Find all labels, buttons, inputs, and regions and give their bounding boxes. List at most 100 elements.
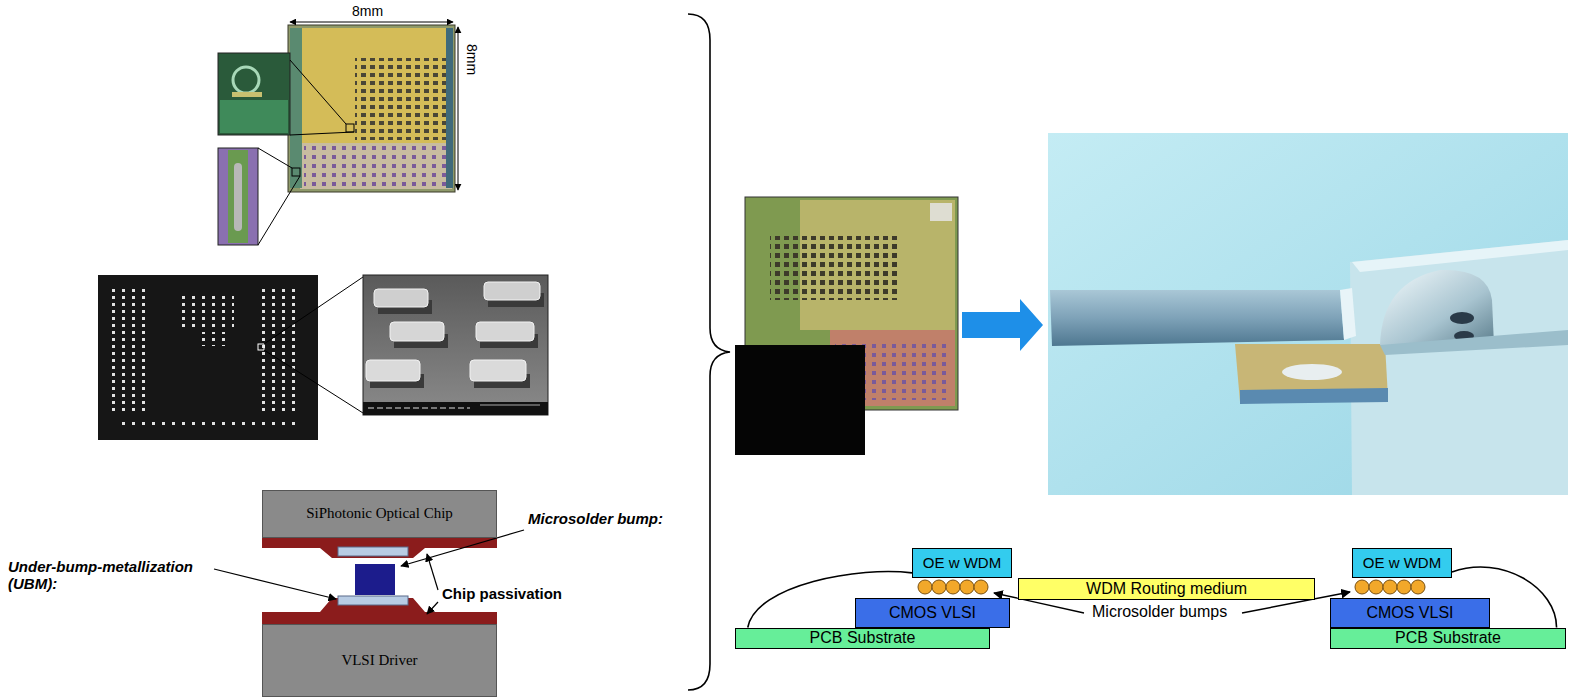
node-label: CMOS VLSI	[889, 604, 976, 622]
oe-chip-box: OE w WDM	[1352, 548, 1452, 578]
solder-bump-row	[932, 580, 946, 594]
sem-bump-inset	[374, 289, 428, 307]
sem-bump-inset	[484, 282, 540, 300]
assembly-photo	[1380, 330, 1568, 355]
chip-photo	[292, 168, 300, 176]
assembly-photo	[1048, 133, 1568, 495]
solder-bump-row	[1397, 580, 1411, 594]
solder-bump-row	[960, 580, 974, 594]
cmos-chip-box: CMOS VLSI	[855, 598, 1010, 628]
chip-photo	[930, 203, 952, 221]
waveguide-inset	[218, 148, 258, 245]
sem-bump-inset	[363, 275, 548, 415]
sem-bump-inset	[363, 402, 548, 415]
ubm-pad	[338, 547, 408, 556]
sem-image	[256, 288, 302, 413]
chip-photo	[355, 58, 450, 140]
ring-inset	[290, 132, 354, 135]
callout-arrows	[214, 569, 336, 599]
oe-chip-box: OE w WDM	[912, 548, 1012, 578]
sem-image	[108, 288, 152, 413]
dimension-lines	[458, 27, 459, 190]
assembly-photo	[1352, 240, 1568, 272]
sem-bump-inset	[368, 407, 470, 409]
ubm-pad	[338, 596, 408, 605]
sem-bump-inset	[366, 360, 420, 381]
sem-image	[258, 344, 264, 350]
callout-arrows	[427, 602, 438, 614]
callout-label: Microsolder bump:	[528, 510, 663, 527]
sem-image	[178, 292, 234, 328]
ring-inset	[218, 53, 290, 135]
ubm-pad	[338, 547, 408, 605]
dimension-lines	[290, 22, 458, 190]
assembly-photo	[1380, 270, 1494, 345]
waveguide-inset	[258, 176, 300, 245]
sem-bump-inset	[476, 322, 534, 341]
callout-arrows	[427, 554, 438, 590]
node-label: CMOS VLSI	[1366, 604, 1453, 622]
assembly-photo	[1050, 290, 1344, 346]
chip-photo	[300, 143, 452, 189]
chip-photo	[446, 28, 453, 188]
curly-brace	[688, 14, 730, 690]
assembly-photo	[1340, 288, 1356, 340]
node-label: OE w WDM	[1363, 554, 1441, 571]
callout-label: Microsolder bumps	[1092, 603, 1227, 621]
dimension-lines	[290, 22, 453, 23]
node-label: PCB Substrate	[1395, 629, 1501, 647]
callout-label: Chip passivation	[442, 585, 562, 602]
sem-image	[118, 422, 298, 429]
waveguide-inset	[228, 150, 248, 243]
routing-medium-box: WDM Routing medium	[1018, 578, 1315, 600]
ring-inset	[233, 67, 259, 93]
sem-bump-inset	[363, 275, 548, 415]
chip-photo	[735, 197, 958, 455]
ring-inset	[232, 92, 262, 97]
chip-photo	[735, 345, 865, 455]
assembly-photo	[1282, 364, 1342, 380]
sem-image	[98, 275, 318, 440]
waveguide-inset	[258, 148, 292, 168]
chip-photo	[290, 28, 302, 188]
ring-inset	[290, 60, 346, 124]
sem-image	[264, 350, 363, 413]
node-label: WDM Routing medium	[1086, 580, 1247, 598]
node-label: PCB Substrate	[810, 629, 916, 647]
assembly-photo	[1450, 312, 1474, 324]
sem-image	[198, 332, 228, 346]
chip-photo	[288, 25, 455, 192]
chip-photo	[288, 25, 455, 192]
sem-bump-inset	[480, 405, 540, 406]
microsolder-bump	[355, 564, 395, 595]
sem-image	[98, 275, 363, 440]
solder-bump-row	[918, 580, 932, 594]
node-label: SiPhotonic Optical Chip	[306, 505, 453, 522]
assembly-photo	[1048, 133, 1568, 495]
ring-inset	[220, 100, 288, 133]
solder-bump-row	[1355, 580, 1369, 594]
assembly-photo	[1240, 388, 1388, 404]
pcb-substrate-box: PCB Substrate	[1330, 628, 1566, 649]
passivation-layer	[262, 538, 497, 624]
waveguide-inset	[218, 148, 300, 245]
sem-image	[264, 277, 363, 344]
driver-chip-block: VLSI Driver	[262, 624, 497, 697]
sem-bump-inset	[470, 360, 526, 381]
solder-bump-row	[1411, 580, 1425, 594]
chip-photo	[304, 146, 448, 186]
chip-photo	[300, 28, 452, 143]
ring-inset	[218, 53, 354, 135]
node-label: VLSI Driver	[341, 652, 417, 669]
chip-photo	[770, 236, 900, 300]
waveguide-inset	[234, 163, 242, 231]
dimension-label: 8mm	[464, 44, 480, 75]
callout-label: Under-bump-metallization (UBM):	[8, 558, 233, 593]
optical-chip-block: SiPhotonic Optical Chip	[262, 490, 497, 538]
node-label: OE w WDM	[923, 554, 1001, 571]
dimension-label: 8mm	[352, 3, 383, 19]
